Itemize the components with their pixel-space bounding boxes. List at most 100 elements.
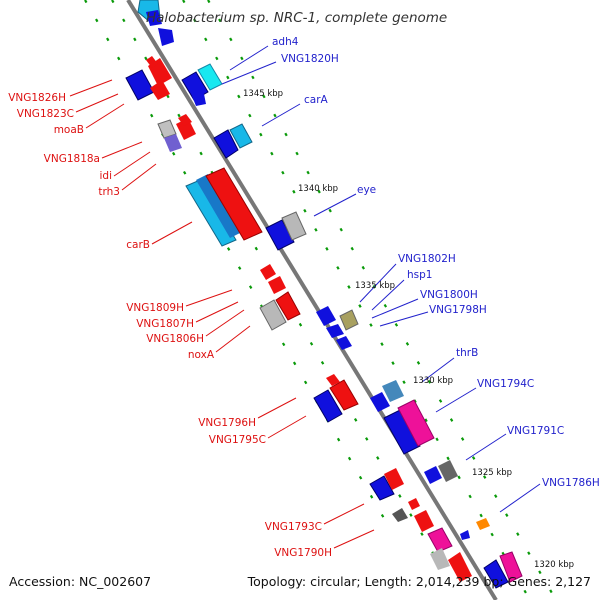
kbp-label-1345: 1345 kbp <box>243 89 283 99</box>
gene-eye[interactable] <box>281 211 307 241</box>
leader-cara <box>261 103 301 127</box>
gene-carb[interactable] <box>205 167 263 241</box>
gene-small-blue-1[interactable] <box>192 94 206 106</box>
gene-bottom-blue[interactable] <box>483 559 509 589</box>
gene-label-vng1796h[interactable]: VNG1796H <box>198 417 256 429</box>
gene-small-red-3[interactable] <box>326 374 340 386</box>
leader-hsp1 <box>371 279 405 311</box>
gene-cara-2[interactable] <box>229 123 253 149</box>
leader-vng1820h <box>221 61 277 85</box>
gene-label-vng1795c[interactable]: VNG1795C <box>209 434 266 446</box>
gene-label-vng1802h[interactable]: VNG1802H <box>398 253 456 265</box>
gene-labels-right: adh4 VNG1820H carA eye VNG1802H hsp1 VNG… <box>272 36 600 489</box>
gene-label-vng1791c[interactable]: VNG1791C <box>507 425 564 437</box>
gene-moab[interactable] <box>150 80 170 100</box>
gene-label-vng1806h[interactable]: VNG1806H <box>146 333 204 345</box>
gene-noxa[interactable] <box>275 291 301 321</box>
gene-vng1796h[interactable] <box>313 389 343 423</box>
kbp-label-1335: 1335 kbp <box>355 281 395 291</box>
gene-label-vng1798h[interactable]: VNG1798H <box>429 304 487 316</box>
gene-vng1793c-b[interactable] <box>384 468 404 490</box>
leader-vng1826h <box>69 79 113 97</box>
gene-hsp1[interactable] <box>339 309 359 331</box>
gene-thrb[interactable] <box>370 392 390 412</box>
kbp-label-1340: 1340 kbp <box>298 184 338 194</box>
genome-backbone <box>126 0 498 600</box>
kbp-label-1325: 1325 kbp <box>472 468 512 478</box>
gene-label-idi[interactable]: idi <box>100 170 113 182</box>
gene-label-hsp1[interactable]: hsp1 <box>407 269 432 281</box>
gene-top-blue[interactable] <box>146 10 162 26</box>
gene-idi[interactable] <box>164 134 182 152</box>
gene-thrb-2[interactable] <box>382 380 404 402</box>
gene-vng1793c-a[interactable] <box>369 475 395 501</box>
gene-label-trh3[interactable]: trh3 <box>98 186 120 198</box>
gene-vng1800h[interactable] <box>326 324 344 338</box>
leader-vng1786h <box>499 483 541 513</box>
gene-vng1790h-c[interactable] <box>427 527 453 553</box>
leader-noxa <box>215 325 251 353</box>
gene-label-cara[interactable]: carA <box>304 94 329 106</box>
gene-cara[interactable] <box>213 129 239 159</box>
gene-bottom-magenta[interactable] <box>499 551 523 583</box>
gene-vng1807h[interactable] <box>268 276 286 294</box>
gene-label-eye[interactable]: eye <box>357 184 376 196</box>
gene-vng1794c[interactable] <box>383 409 421 455</box>
gene-label-vng1800h[interactable]: VNG1800H <box>420 289 478 301</box>
gene-label-vng1826h[interactable]: VNG1826H <box>8 92 66 104</box>
gene-top-blue-arrow[interactable] <box>158 28 174 46</box>
gene-carb-blue[interactable] <box>196 174 242 238</box>
leader-vng1807h <box>195 301 239 323</box>
gene-label-vng1786h[interactable]: VNG1786H <box>542 477 600 489</box>
gene-label-vng1823c[interactable]: VNG1823C <box>17 108 74 120</box>
gene-eye-blue[interactable] <box>265 219 295 251</box>
gene-vng1791c[interactable] <box>397 399 435 447</box>
leader-vng1796h <box>257 397 297 419</box>
gene-small-red-2[interactable] <box>178 114 192 126</box>
gene-vng1798h[interactable] <box>336 336 352 350</box>
gene-vng1786h-b[interactable] <box>438 460 458 482</box>
gene-small-red-4[interactable] <box>408 498 420 510</box>
gene-vng1795c[interactable] <box>329 379 359 411</box>
gene-label-vng1818a[interactable]: VNG1818a <box>44 153 100 165</box>
leader-vng1790h <box>333 529 375 549</box>
gene-vng1809h[interactable] <box>260 264 276 280</box>
gene-label-vng1794c[interactable]: VNG1794C <box>477 378 534 390</box>
leader-vng1795c <box>267 415 307 439</box>
accession-text: Accession: NC_002607 <box>9 574 151 589</box>
gene-vng1806h[interactable] <box>259 299 287 331</box>
leader-lines <box>69 45 541 549</box>
gene-label-thrb[interactable]: thrB <box>456 347 478 359</box>
gene-vng1790h-a[interactable] <box>392 508 408 522</box>
gene-vng1826h[interactable] <box>125 69 155 101</box>
gene-label-vng1807h[interactable]: VNG1807H <box>136 318 194 330</box>
gene-label-adh4[interactable]: adh4 <box>272 36 299 48</box>
gene-label-vng1809h[interactable]: VNG1809H <box>126 302 184 314</box>
map-title: Halobacterium sp. NRC-1, complete genome <box>146 10 447 26</box>
gene-bottom-red[interactable] <box>448 552 472 582</box>
gene-label-carb[interactable]: carB <box>126 239 150 251</box>
leader-vng1806h <box>205 309 245 337</box>
gene-vng1802h[interactable] <box>316 306 336 326</box>
gene-bottom-blue-small[interactable] <box>460 530 470 540</box>
gene-label-noxa[interactable]: noxA <box>188 349 215 361</box>
gene-label-moab[interactable]: moaB <box>54 124 84 136</box>
kbp-labels: 1345 kbp 1340 kbp 1335 kbp 1330 kbp 1325… <box>243 89 574 570</box>
leader-vng1794c <box>435 387 477 413</box>
leader-moab <box>85 103 125 129</box>
leader-vng1791c <box>465 433 507 461</box>
kbp-label-1330: 1330 kbp <box>413 376 453 386</box>
gene-label-vng1820h[interactable]: VNG1820H <box>281 53 339 65</box>
gene-label-vng1790h[interactable]: VNG1790H <box>274 547 332 559</box>
gene-bottom-gray[interactable] <box>430 548 450 570</box>
gene-vng1786h-a[interactable] <box>424 466 442 484</box>
gene-small-red-1[interactable] <box>146 56 158 68</box>
gene-adh4[interactable] <box>181 71 209 101</box>
gene-vng1790h-b[interactable] <box>414 510 434 532</box>
gene-carb-cyan[interactable] <box>185 179 237 247</box>
leader-vng1800h <box>371 298 419 319</box>
gene-label-vng1793c[interactable]: VNG1793C <box>265 521 322 533</box>
gene-bottom-orange[interactable] <box>476 518 490 530</box>
gene-trh3[interactable] <box>176 118 196 140</box>
